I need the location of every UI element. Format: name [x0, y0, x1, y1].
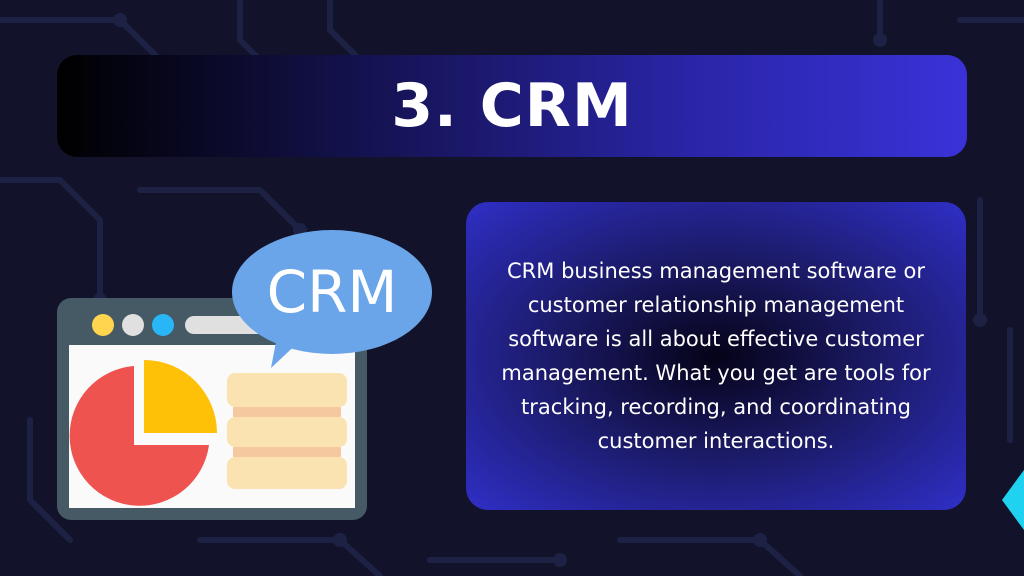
- window-dot-white: [122, 314, 144, 336]
- window-dot-yellow: [92, 314, 114, 336]
- pie-slice-yellow: [144, 360, 217, 433]
- cyan-diamond-icon: [1002, 470, 1024, 530]
- bubble-text: CRM: [267, 258, 398, 326]
- title-banner: 3. CRM: [57, 55, 967, 157]
- crm-dashboard-icon: CRM: [57, 230, 432, 520]
- description-text: CRM business management software or cust…: [501, 259, 931, 453]
- description-card: CRM business management software or cust…: [466, 202, 966, 510]
- speech-bubble: [232, 230, 432, 354]
- window-dot-blue: [152, 314, 174, 336]
- pie-slice-red: [69, 366, 209, 506]
- slide-title: 3. CRM: [391, 71, 633, 141]
